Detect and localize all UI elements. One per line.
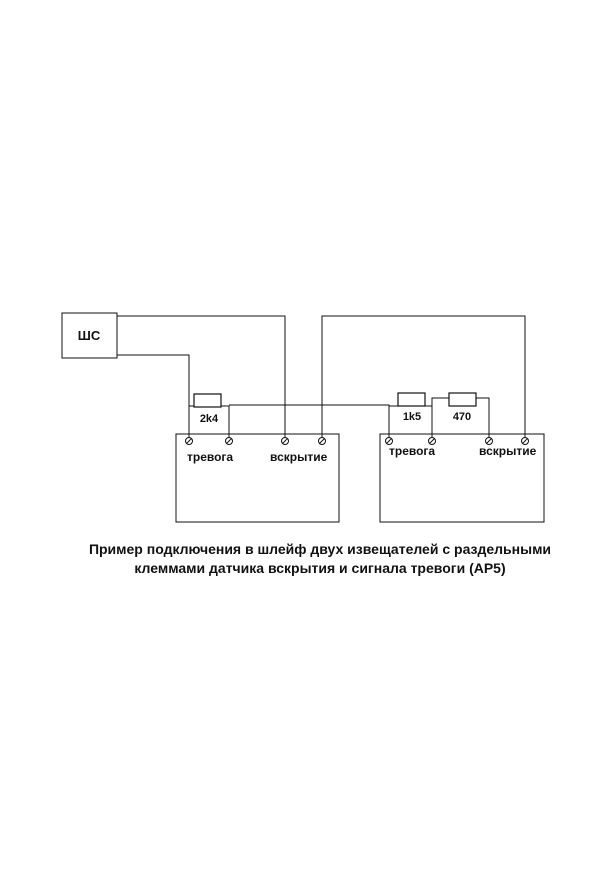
terminal-d1-tamper-a	[281, 437, 289, 445]
terminal-d2-tamper-b	[521, 437, 529, 445]
detector-1-terminals	[185, 437, 326, 445]
wire-loop-to-d1-tamper	[117, 315, 286, 437]
detector-2-terminals	[385, 437, 529, 445]
terminal-d2-tamper-a	[485, 437, 493, 445]
wires	[117, 315, 526, 437]
detector-1-box	[175, 433, 340, 523]
caption-line-1: Пример подключения в шлейф двух извещате…	[88, 541, 552, 557]
terminal-d2-alarm-b	[428, 437, 436, 445]
d2-tamper-label: вскрытие	[479, 444, 537, 458]
loop-label: ШС	[78, 328, 101, 343]
detector-2-box	[379, 433, 545, 523]
resistor-2k4-label: 2k4	[200, 413, 219, 425]
wire-d1-tamper-to-d2-tamper	[321, 315, 526, 437]
resistor-2k4	[193, 393, 222, 408]
resistor-1k5-label: 1k5	[403, 411, 421, 423]
diagram-caption: Пример подключения в шлейф двух извещате…	[40, 540, 600, 578]
resistor-470-label: 470	[453, 411, 471, 423]
resistor-1k5	[397, 392, 426, 407]
caption-line-2: клеммами датчика вскрытия и сигнала трев…	[134, 560, 506, 576]
loop-box	[61, 312, 118, 359]
d1-tamper-label: вскрытие	[270, 450, 328, 464]
terminal-d2-alarm-a	[385, 437, 393, 445]
d1-alarm-label: тревога	[187, 450, 233, 464]
wire-d1-alarm-to-d2-alarm	[229, 404, 390, 437]
resistor-470	[448, 392, 477, 407]
wire-loop-to-d1-alarm	[117, 354, 190, 437]
d2-alarm-label: тревога	[389, 444, 435, 458]
terminal-d1-alarm-a	[185, 437, 193, 445]
terminal-d1-tamper-b	[318, 437, 326, 445]
terminal-d1-alarm-b	[225, 437, 233, 445]
